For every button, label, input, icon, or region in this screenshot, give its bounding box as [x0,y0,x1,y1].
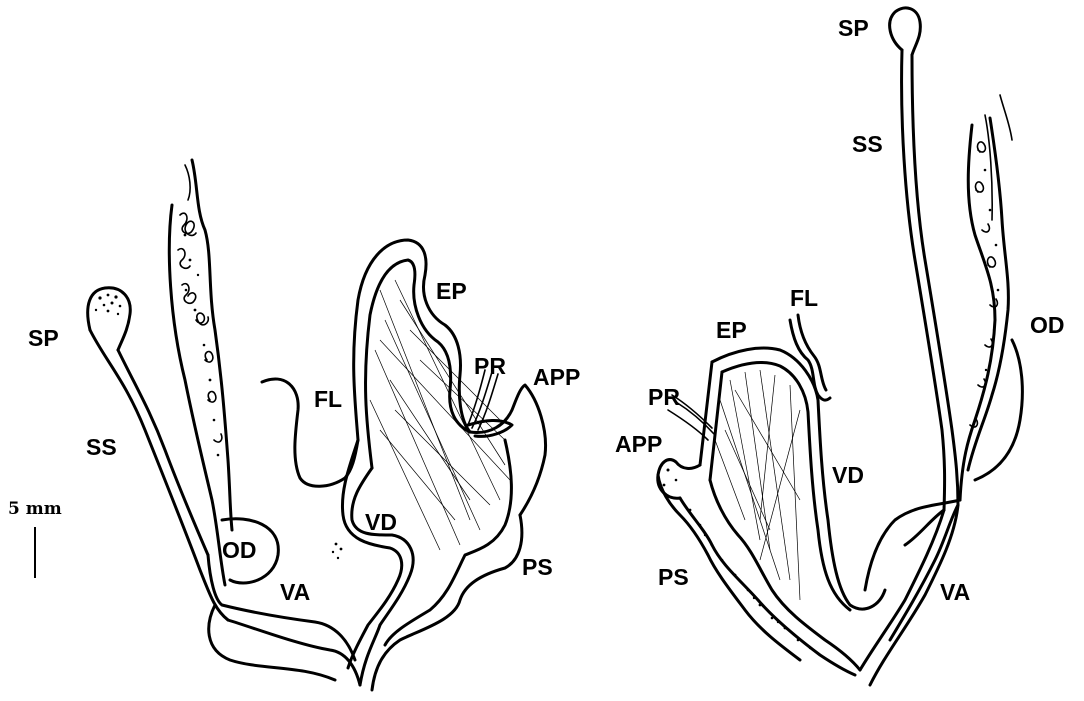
right-label-vd: VD [832,462,864,488]
right-label-pr: PR [648,384,680,410]
scale-bar-label: 5 mm [8,499,62,519]
right-spermathecal-duct [902,50,945,510]
left-label-ps: PS [522,554,553,580]
right-label-ss: SS [852,131,883,157]
right-spermatheca [890,8,921,55]
right-vagina [860,510,944,670]
right-label-app: APP [615,431,662,457]
right-penis-sheath-stipple [663,469,812,650]
right-label-fl: FL [790,285,818,311]
left-label-ep: EP [436,278,467,304]
left-label-od: OD [222,537,257,563]
left-stray-dots [332,543,343,560]
right-junction [890,505,958,640]
right-label-od: OD [1030,312,1065,338]
left-vagina [228,620,360,685]
right-label-sp: SP [838,15,869,41]
left-label-fl: FL [314,386,342,412]
left-flagellum [262,379,358,486]
right-reproductive-system: SP SS OD FL EP PR APP VD VA PS [615,8,1065,685]
right-appendix [700,362,722,480]
left-label-ss: SS [86,434,117,460]
left-label-sp: SP [28,325,59,351]
left-label-app: APP [533,364,580,390]
right-label-ep: EP [716,317,747,343]
left-spermatheca-stipple [95,294,121,316]
right-od-lobe [975,340,1022,480]
left-vas-deferens [352,468,413,685]
left-label-va: VA [280,579,310,605]
right-oviduct [960,125,995,500]
scale-bar: 5 mm [8,499,62,578]
right-label-ps: PS [658,564,689,590]
left-reproductive-system: SP SS OD VA FL EP PR APP VD PS [28,160,580,690]
left-label-pr: PR [474,353,506,379]
right-label-va: VA [940,579,970,605]
right-oviduct-coils [970,142,997,427]
left-label-vd: VD [365,509,397,535]
